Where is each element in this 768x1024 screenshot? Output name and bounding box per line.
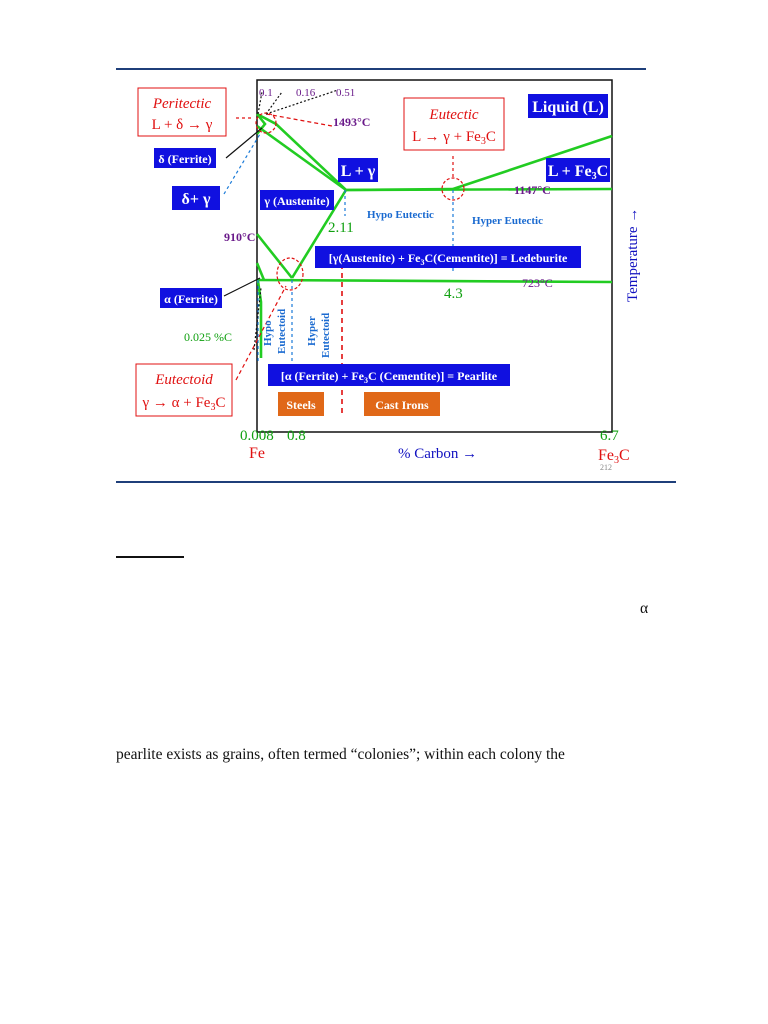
plot-frame [256, 79, 613, 433]
peritectic-reaction: L + δ → γ [152, 117, 213, 133]
a3-line [255, 233, 294, 279]
top-rule [116, 68, 646, 70]
reaction-circles [255, 112, 465, 291]
phase-l-fe3c: L + Fe3C [548, 163, 608, 182]
eutectoid-line [256, 278, 613, 284]
phase-austenite: γ (Austenite) [263, 194, 329, 208]
temp-1147: 1147°C [514, 183, 551, 197]
tick-0-51: 0.51 [336, 87, 355, 99]
hypo-eutectoid-label-2: Eutectoid [276, 309, 288, 354]
x-tick-0-8: 0.8 [287, 428, 306, 444]
eutectoid-box [135, 363, 233, 417]
phase-lines [255, 112, 613, 358]
eutectoid-title: Eutectoid [154, 372, 213, 388]
iron-carbon-phase-diagram: 0.1 0.16 0.51 Peritectic L + δ → γ 1493°… [116, 68, 676, 484]
bottom-rule [116, 481, 676, 483]
hypo-eutectic-label: Hypo Eutectic [367, 209, 434, 221]
phase-alpha-ferrite: α (Ferrite) [164, 292, 218, 306]
x-axis-label: % Carbon → [398, 446, 477, 462]
eutectoid-reaction: γ → α + Fe3C [142, 395, 226, 413]
slide-number: 212 [600, 463, 612, 472]
tick-0-1: 0.1 [259, 87, 273, 99]
austenite-box [260, 190, 334, 210]
guide-lines [223, 89, 454, 416]
cast-irons-label: Cast Irons [375, 398, 429, 412]
l-gamma-box [338, 158, 378, 182]
value-0-025: 0.025 %C [184, 330, 232, 344]
y-axis-label: Temperature → [625, 208, 641, 302]
temp-723: 723°C [522, 276, 553, 290]
hyper-eutectoid-label-1: Hyper [306, 316, 318, 346]
acm-line [290, 189, 348, 279]
temp-910: 910°C [224, 230, 255, 244]
eutectic-title: Eutectic [428, 107, 478, 123]
hyper-eutectoid-label-2: Eutectoid [320, 313, 332, 358]
steels-box [278, 392, 324, 416]
pearlite-box [268, 364, 510, 386]
alpha-symbol: α [640, 600, 649, 617]
ledeburite-box [315, 246, 581, 268]
delta-gamma-box [172, 186, 220, 210]
phase-delta-ferrite: δ (Ferrite) [158, 152, 211, 166]
l-fe3c-box [546, 158, 610, 182]
hypo-eutectoid-label-1: Hypo [262, 320, 274, 346]
cast-irons-box [364, 392, 440, 416]
x-tick-0-008: 0.008 [240, 428, 274, 444]
solidus-line [256, 124, 347, 192]
delta-ferrite-box [154, 148, 216, 168]
hyper-eutectic-label: Hyper Eutectic [472, 215, 543, 227]
pearlite-label: [α (Ferrite) + Fe3C (Cementite)] = Pearl… [281, 369, 498, 385]
x-tick-6-7: 6.7 [600, 428, 619, 444]
alpha-ferrite-box [160, 288, 222, 308]
value-4-3: 4.3 [444, 286, 463, 302]
liquid-box [528, 94, 608, 118]
heading-underline [116, 556, 184, 558]
eutectic-line [345, 187, 613, 192]
liquidus-right [452, 134, 613, 191]
alpha-solvus [256, 280, 263, 358]
ledeburite-label: [γ(Austenite) + Fe3C(Cementite)] = Ledeb… [329, 251, 568, 267]
tick-0-16: 0.16 [296, 87, 316, 99]
body-line-pearlite: pearlite exists as grains, often termed … [116, 746, 565, 763]
steels-label: Steels [286, 398, 316, 412]
phase-l-gamma: L + γ [341, 163, 376, 180]
temp-1493: 1493°C [333, 115, 370, 129]
peritectic-title: Peritectic [152, 96, 212, 112]
alpha-edge [255, 262, 266, 281]
phase-liquid: Liquid (L) [532, 99, 604, 116]
value-2-11: 2.11 [328, 220, 354, 236]
eutectic-box [403, 97, 505, 151]
peritectic-box [137, 87, 227, 137]
x-tick-fe3c: Fe3C [598, 447, 630, 466]
phase-delta-gamma: δ+ γ [182, 191, 211, 208]
x-tick-fe: Fe [249, 445, 265, 462]
eutectic-reaction: L → γ + Fe3C [412, 129, 496, 147]
